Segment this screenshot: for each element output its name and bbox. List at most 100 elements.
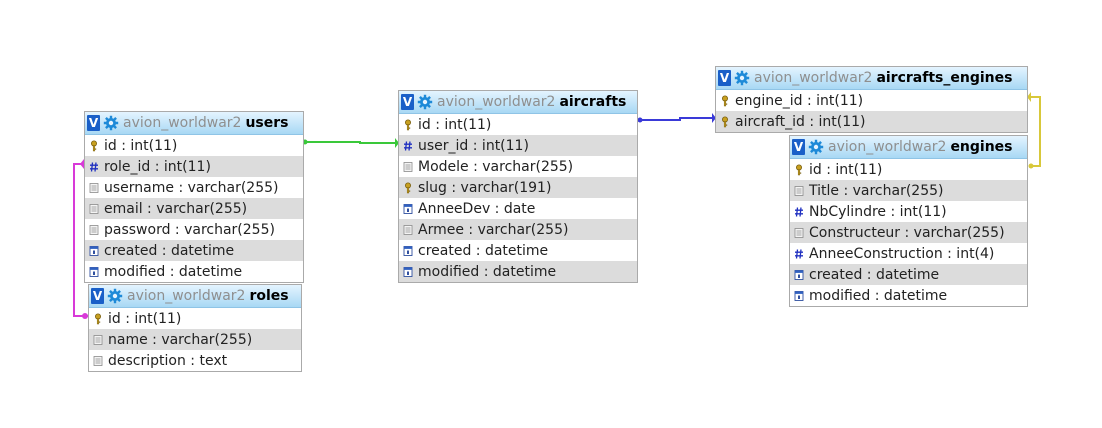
field-row[interactable]: Modele : varchar(255) [399, 156, 637, 177]
field-label: user_id : int(11) [418, 137, 529, 154]
field-label: id : int(11) [418, 116, 492, 133]
field-label: username : varchar(255) [104, 179, 279, 196]
field-row[interactable]: modified : datetime [399, 261, 637, 282]
field-row[interactable]: engine_id : int(11) [716, 90, 1027, 111]
field-row[interactable]: Title : varchar(255) [790, 180, 1027, 201]
database-name: avion_worldwar2 [123, 115, 242, 131]
gear-icon[interactable] [103, 115, 119, 131]
field-row[interactable]: aircraft_id : int(11) [716, 111, 1027, 132]
field-row[interactable]: id : int(11) [89, 308, 301, 329]
calendar-icon [403, 245, 418, 257]
field-label: id : int(11) [104, 137, 178, 154]
database-name: avion_worldwar2 [127, 288, 246, 304]
key-icon [93, 313, 108, 325]
field-label: aircraft_id : int(11) [735, 113, 866, 130]
field-row[interactable]: id : int(11) [85, 135, 303, 156]
relation-users-aircrafts [302, 138, 399, 148]
v-toggle-icon[interactable]: V [91, 288, 104, 304]
gear-icon[interactable] [417, 94, 433, 110]
key-icon [403, 182, 418, 194]
field-label: role_id : int(11) [104, 158, 211, 175]
gear-icon[interactable] [107, 288, 123, 304]
field-row[interactable]: id : int(11) [399, 114, 637, 135]
table-name: aircrafts [559, 94, 627, 110]
field-row[interactable]: description : text [89, 350, 301, 371]
field-label: created : datetime [418, 242, 549, 259]
field-label: id : int(11) [809, 161, 883, 178]
field-row[interactable]: role_id : int(11) [85, 156, 303, 177]
calendar-icon [89, 245, 104, 257]
field-row[interactable]: Armee : varchar(255) [399, 219, 637, 240]
field-row[interactable]: created : datetime [85, 240, 303, 261]
v-toggle-icon[interactable]: V [718, 70, 731, 86]
relation-aircrafts-engines [637, 113, 716, 123]
key-icon [720, 116, 735, 128]
field-row[interactable]: AnneeDev : date [399, 198, 637, 219]
field-row[interactable]: slug : varchar(191) [399, 177, 637, 198]
relation-engines-aircrafts-engines [1027, 92, 1041, 169]
database-name: avion_worldwar2 [437, 94, 556, 110]
field-label: engine_id : int(11) [735, 92, 864, 109]
field-row[interactable]: NbCylindre : int(11) [790, 201, 1027, 222]
field-label: password : varchar(255) [104, 221, 275, 238]
field-row[interactable]: email : varchar(255) [85, 198, 303, 219]
field-row[interactable]: id : int(11) [790, 159, 1027, 180]
text-icon [89, 224, 104, 236]
field-row[interactable]: username : varchar(255) [85, 177, 303, 198]
table-name: engines [950, 139, 1013, 155]
field-label: created : datetime [809, 266, 940, 283]
v-toggle-icon[interactable]: V [87, 115, 100, 131]
field-row[interactable]: password : varchar(255) [85, 219, 303, 240]
relation-users-roles [73, 159, 89, 319]
calendar-icon [403, 203, 418, 215]
field-label: slug : varchar(191) [418, 179, 552, 196]
field-row[interactable]: AnneeConstruction : int(4) [790, 243, 1027, 264]
key-icon [720, 95, 735, 107]
database-name: avion_worldwar2 [828, 139, 947, 155]
text-icon [89, 182, 104, 194]
calendar-icon [794, 290, 809, 302]
text-icon [794, 227, 809, 239]
key-icon [403, 119, 418, 131]
table-name: aircrafts_engines [876, 70, 1013, 86]
field-row[interactable]: user_id : int(11) [399, 135, 637, 156]
text-icon [403, 224, 418, 236]
field-label: description : text [108, 352, 228, 369]
v-toggle-icon[interactable]: V [401, 94, 414, 110]
field-label: modified : datetime [809, 287, 948, 304]
field-label: NbCylindre : int(11) [809, 203, 947, 220]
hash-icon [794, 248, 809, 260]
key-icon [89, 140, 104, 152]
field-row[interactable]: created : datetime [790, 264, 1027, 285]
hash-icon [794, 206, 809, 218]
field-row[interactable]: created : datetime [399, 240, 637, 261]
field-row[interactable]: modified : datetime [790, 285, 1027, 306]
text-icon [93, 355, 108, 367]
field-label: AnneeDev : date [418, 200, 536, 217]
hash-icon [403, 140, 418, 152]
field-label: modified : datetime [418, 263, 557, 280]
field-label: AnneeConstruction : int(4) [809, 245, 995, 262]
calendar-icon [89, 266, 104, 278]
field-label: modified : datetime [104, 263, 243, 280]
field-row[interactable]: name : varchar(255) [89, 329, 301, 350]
hash-icon [89, 161, 104, 173]
gear-icon[interactable] [808, 139, 824, 155]
field-row[interactable]: modified : datetime [85, 261, 303, 282]
v-toggle-icon[interactable]: V [792, 139, 805, 155]
text-icon [794, 185, 809, 197]
field-row[interactable]: Constructeur : varchar(255) [790, 222, 1027, 243]
gear-icon[interactable] [734, 70, 750, 86]
table-name: users [245, 115, 289, 131]
field-label: Armee : varchar(255) [418, 221, 569, 238]
